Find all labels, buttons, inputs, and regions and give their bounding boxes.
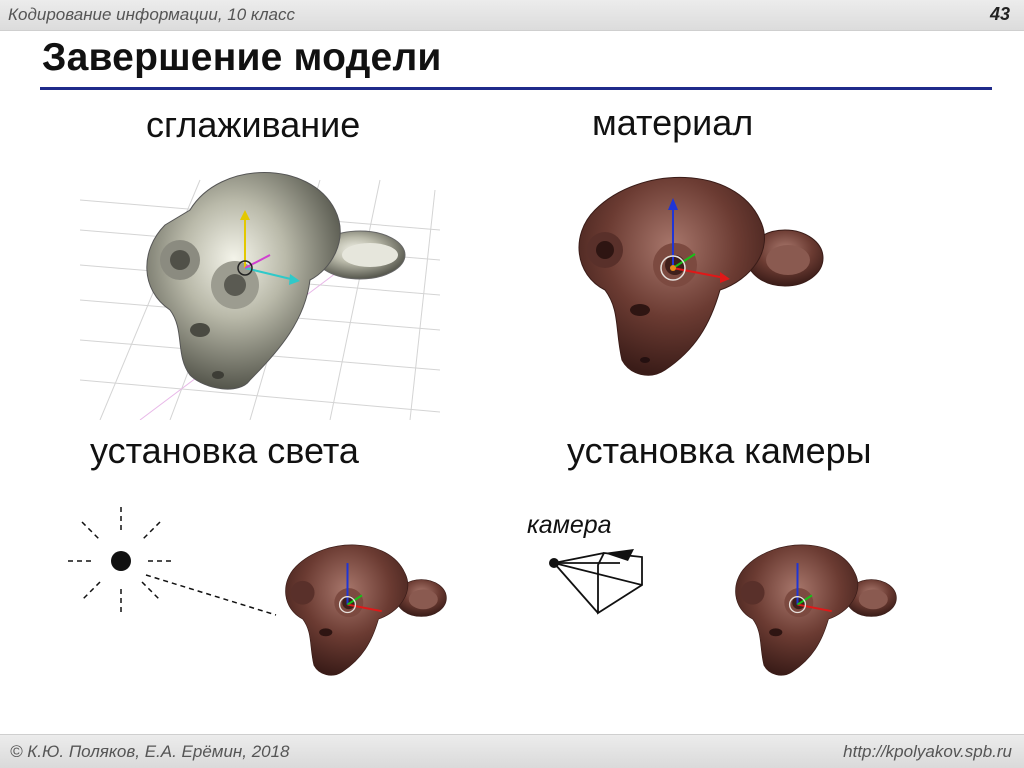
top-bar: Кодирование информации, 10 класс 43 <box>0 0 1024 31</box>
camera-label: камера <box>527 511 612 539</box>
footer-site-link[interactable]: http://kpolyakov.spb.ru <box>843 742 1012 761</box>
monkey-material <box>578 176 824 376</box>
course-title: Кодирование информации, 10 класс <box>8 5 295 24</box>
smoothing-figure <box>80 172 440 420</box>
camera-monkey-figure <box>735 544 897 676</box>
monkey-lit <box>285 544 447 676</box>
monkey-camera-view <box>735 544 897 676</box>
page-number: 43 <box>989 4 1010 24</box>
caption-material: материал <box>592 102 754 143</box>
light-source-dot <box>111 551 131 571</box>
lit-monkey-figure <box>285 544 447 676</box>
caption-lighting: установка света <box>90 430 359 471</box>
footer-authors: © К.Ю. Поляков, Е.А. Ерёмин, 2018 <box>10 742 290 761</box>
title-underline <box>40 87 992 90</box>
caption-camera: установка камеры <box>567 430 872 471</box>
caption-smoothing: сглаживание <box>146 104 361 145</box>
footer-bar: © К.Ю. Поляков, Е.А. Ерёмин, 2018 http:/… <box>0 734 1024 768</box>
sun-icon <box>68 507 277 616</box>
slide-title: Завершение модели <box>42 36 442 79</box>
camera-icon <box>549 549 643 615</box>
material-figure <box>578 176 824 376</box>
light-figure <box>68 507 277 616</box>
monkey-smooth <box>146 172 406 390</box>
